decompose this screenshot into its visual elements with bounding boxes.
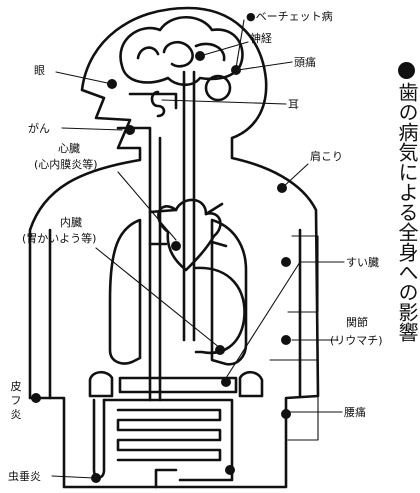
brain-shape xyxy=(119,16,244,87)
small-intestine xyxy=(116,408,222,462)
point-shoulder xyxy=(277,183,287,193)
leader-nerve xyxy=(199,41,249,57)
leader-shoulder xyxy=(281,163,309,189)
large-intestine xyxy=(92,398,106,479)
label-heart-sub: (心内膜炎等) xyxy=(34,158,98,171)
point-joint xyxy=(281,335,291,345)
label-headache: 頭痛 xyxy=(294,56,316,69)
point-heart xyxy=(171,241,181,251)
leader-cancer xyxy=(61,127,123,131)
ear-shape xyxy=(150,90,166,118)
point-lumbago xyxy=(281,409,291,419)
point-cancer xyxy=(125,125,135,135)
leader-ear xyxy=(161,99,287,105)
label-lumbago: 腰痛 xyxy=(344,406,366,419)
intestine-loop xyxy=(154,468,178,489)
point-nerve xyxy=(195,51,205,61)
point-pancreas xyxy=(221,377,231,387)
leader-headache xyxy=(237,61,293,71)
leader-frame xyxy=(269,359,319,441)
title-bullet-icon xyxy=(398,62,415,79)
point-arm xyxy=(281,257,291,267)
vessel xyxy=(148,202,228,248)
label-cancer: がん xyxy=(28,122,50,135)
label-skin: 皮フ炎 xyxy=(10,380,22,421)
label-nerve: 神経 xyxy=(250,32,272,45)
leader-pancreas xyxy=(225,261,345,379)
leader-frame xyxy=(287,235,319,313)
heart-shape xyxy=(157,198,222,272)
page-title: 歯の病気による全身への影響 xyxy=(395,82,419,342)
label-viscera: 内臓 xyxy=(60,216,82,229)
label-ear: 耳 xyxy=(288,98,299,111)
label-eye: 眼 xyxy=(34,64,45,77)
label-joint-sub: (リウマチ) xyxy=(330,334,383,347)
label-shoulder: 肩こり xyxy=(310,150,343,163)
brain-fold xyxy=(162,40,194,68)
label-joint: 関節 xyxy=(346,316,368,329)
kidney-left xyxy=(88,370,114,398)
cerebellum xyxy=(204,74,232,102)
point-lower xyxy=(225,465,235,475)
point-viscera xyxy=(215,345,225,355)
brain-fold xyxy=(136,46,160,60)
stomach xyxy=(194,266,246,355)
lung-left xyxy=(108,218,142,365)
label-viscera-sub: (胃かいよう等) xyxy=(22,232,97,245)
kidney-right xyxy=(238,370,264,398)
label-pancreas: すい臓 xyxy=(346,256,379,269)
leader-appendix xyxy=(51,475,95,479)
label-heart: 心臓 xyxy=(58,142,80,155)
leader-viscera xyxy=(95,247,221,349)
label-behcet: ●ベーチェット病 xyxy=(246,10,333,23)
lung-right xyxy=(210,218,248,366)
leader-heart xyxy=(117,171,177,241)
nasal-passage xyxy=(128,92,178,110)
body-outline xyxy=(28,6,320,489)
leader-eye xyxy=(55,71,113,85)
point-eye xyxy=(107,79,117,89)
point-behcet xyxy=(231,65,241,75)
mouth xyxy=(116,126,152,402)
pancreas-shape xyxy=(118,376,238,394)
point-appendix xyxy=(91,473,101,483)
label-appendix: 虫垂炎 xyxy=(8,470,41,483)
brain-fold xyxy=(194,42,226,62)
point-skin xyxy=(31,393,41,403)
large-intestine xyxy=(102,398,234,482)
